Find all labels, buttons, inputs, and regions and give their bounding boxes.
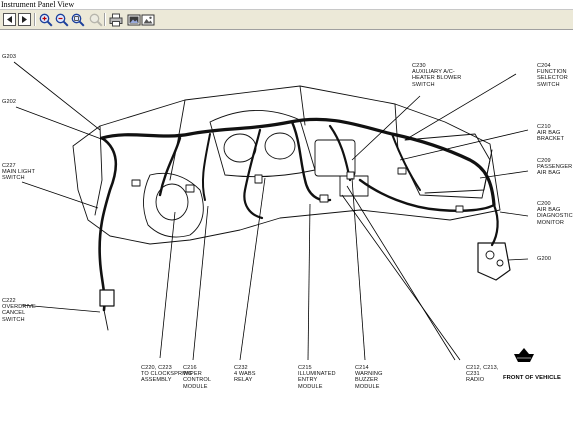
- back-button[interactable]: [2, 12, 17, 27]
- label-c232: C232 4 WABS RELAY: [234, 365, 256, 384]
- export-button[interactable]: [126, 12, 141, 27]
- zoom-reset-button[interactable]: [88, 12, 103, 27]
- zoom-fit-button[interactable]: [70, 12, 85, 27]
- label-c222: C222 OVERDRIVE CANCEL SWITCH: [2, 298, 36, 323]
- toolbar-separator: [34, 13, 36, 26]
- label-c220: C220, C223 TO CLOCKSPRING ASSEMBLY: [141, 365, 193, 384]
- toolbar: [0, 10, 573, 30]
- forward-button[interactable]: [17, 12, 32, 27]
- export-image-icon: [127, 14, 140, 25]
- front-arrow-icon: [514, 348, 534, 362]
- zoom-reset-icon: [89, 13, 103, 27]
- label-c200: C200 AIR BAG DIAGNOSTIC MONITOR: [537, 201, 573, 226]
- toolbar-separator: [104, 13, 106, 26]
- zoom-in-button[interactable]: [38, 12, 53, 27]
- label-c230: C230 AUXILIARY A/C- HEATER BLOWER SWITCH: [412, 63, 462, 88]
- label-c204: C204 FUNCTION SELECTOR SWITCH: [537, 63, 568, 88]
- right-arrow-icon: [18, 13, 31, 26]
- image-button[interactable]: [140, 12, 155, 27]
- image-icon: [141, 14, 154, 25]
- label-c227: C227 MAIN LIGHT SWITCH: [2, 163, 36, 182]
- window-title: Instrument Panel View: [0, 0, 573, 10]
- label-g202: G202: [2, 99, 17, 105]
- label-c209: C209 PASSENGER AIR BAG: [537, 158, 573, 177]
- zoom-in-icon: [39, 13, 53, 27]
- front-of-vehicle-label: FRONT OF VEHICLE: [503, 375, 561, 381]
- label-c214: C214 WARNING BUZZER MODULE: [355, 365, 383, 390]
- print-button[interactable]: [108, 12, 123, 27]
- diagram-canvas[interactable]: G203 G202 C227 MAIN LIGHT SWITCH C222 OV…: [0, 30, 573, 435]
- label-g203: G203: [2, 54, 17, 60]
- zoom-out-button[interactable]: [54, 12, 69, 27]
- label-c216: C216 WIPER CONTROL MODULE: [183, 365, 212, 390]
- zoom-fit-icon: [71, 13, 85, 27]
- label-g200: G200: [537, 256, 552, 262]
- left-arrow-icon: [3, 13, 16, 26]
- instrument-panel-diagram: [13, 61, 534, 362]
- printer-icon: [109, 13, 122, 26]
- label-c212: C212, C213, C231 RADIO: [466, 365, 499, 384]
- zoom-out-icon: [55, 13, 69, 27]
- label-c215: C215 ILLUMINATED ENTRY MODULE: [298, 365, 336, 390]
- label-c210: C210 AIR BAG BRACKET: [537, 124, 565, 143]
